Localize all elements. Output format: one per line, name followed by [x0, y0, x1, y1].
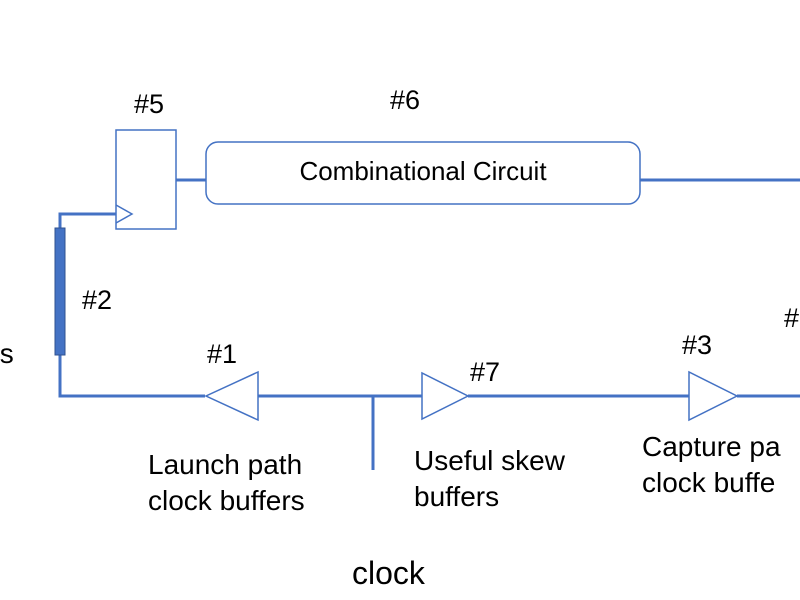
marker-2: #2: [82, 285, 113, 315]
wire-launch-return: [58, 355, 205, 398]
launch-buffer-icon: [204, 370, 259, 422]
launch-caption-line2: clock buffers: [148, 485, 305, 516]
skew-caption: Useful skew buffers: [414, 443, 565, 515]
marker-1: #1: [207, 339, 238, 369]
capture-caption-line1: Capture pa: [642, 431, 781, 462]
skew-buffer-icon: [421, 371, 470, 421]
skew-caption-line1: Useful skew: [414, 445, 565, 476]
marker-3: #3: [682, 330, 713, 360]
flip-flop-box: [115, 129, 177, 230]
capture-buffer-icon: [688, 370, 739, 422]
marker-partial: #: [784, 303, 800, 333]
launch-caption-line1: Launch path: [148, 449, 303, 480]
capture-caption-line2: clock buffe: [642, 467, 776, 498]
marker-6: #6: [390, 85, 421, 115]
combinational-circuit-box: [205, 141, 641, 205]
clock-pin-icon: [115, 204, 134, 224]
marker-5: #5: [134, 89, 165, 119]
combinational-circuit-label: Combinational Circuit: [299, 156, 547, 186]
launch-caption: Launch path clock buffers: [148, 447, 305, 519]
wires: [58, 178, 800, 470]
clock-label: clock: [352, 555, 425, 591]
skew-caption-line2: buffers: [414, 481, 500, 512]
capture-caption: Capture pa clock buffe: [642, 429, 781, 501]
wire-clock-to-ff: [58, 212, 116, 228]
marker-7: #7: [470, 357, 501, 387]
partial-left-text: ts: [0, 338, 14, 369]
delay-bar: [54, 227, 66, 356]
